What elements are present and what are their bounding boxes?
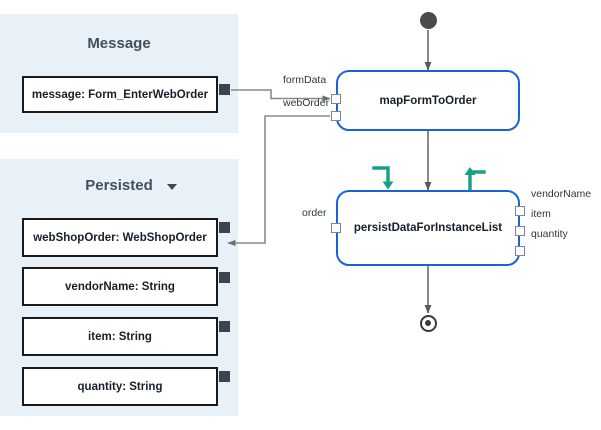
output-port-item[interactable] [515, 226, 525, 236]
data-box-webshoporder[interactable]: webShopOrder: WebShopOrder [22, 218, 218, 257]
start-event[interactable] [419, 12, 437, 29]
output-port-label-vendorname: vendorName [531, 188, 592, 200]
data-box-label: vendorName: String [65, 280, 175, 293]
input-port-order[interactable] [331, 223, 341, 233]
data-box-port-message[interactable] [219, 84, 230, 95]
output-port-quantity[interactable] [515, 246, 525, 256]
persisted-collapse-caret-icon[interactable] [167, 184, 177, 190]
data-box-item[interactable]: item: String [22, 317, 218, 356]
data-box-port-item[interactable] [219, 321, 230, 332]
task-node-persist-data-for-instance-list[interactable]: persistDataForInstanceList [336, 190, 520, 266]
output-mapping-arrow-icon [464, 167, 486, 191]
output-port-vendorname[interactable] [515, 206, 525, 216]
data-box-label: quantity: String [77, 380, 163, 393]
data-box-port-quantity[interactable] [219, 371, 230, 382]
panel-title-persisted: Persisted [85, 177, 153, 194]
task-node-map-form-to-order[interactable]: mapFormToOrder [336, 70, 520, 131]
output-port-label-quantity: quantity [531, 228, 568, 240]
input-port-label-order: order [302, 207, 327, 219]
input-port-formdata[interactable] [331, 93, 341, 104]
input-mapping-arrow-icon [372, 166, 394, 190]
panel-message-background [0, 14, 238, 133]
task-node-label: mapFormToOrder [379, 94, 477, 107]
panel-title-message: Message [87, 35, 151, 52]
end-event[interactable] [419, 315, 437, 332]
input-port-label-formdata: formData [283, 74, 327, 86]
data-box-label: message: Form_EnterWebOrder [31, 88, 209, 101]
output-port-label-item: item [531, 208, 551, 220]
input-port-label-weborder: webOrder [283, 97, 330, 109]
data-box-vendorname[interactable]: vendorName: String [22, 267, 218, 306]
data-box-port-webshoporder[interactable] [219, 222, 230, 233]
data-box-label: item: String [88, 330, 152, 343]
task-node-label: persistDataForInstanceList [353, 222, 503, 234]
data-box-port-vendorname[interactable] [219, 272, 230, 283]
data-box-quantity[interactable]: quantity: String [22, 367, 218, 406]
data-box-message[interactable]: message: Form_EnterWebOrder [22, 76, 218, 113]
data-box-label: webShopOrder: WebShopOrder [33, 231, 207, 244]
input-port-weborder[interactable] [331, 111, 341, 121]
